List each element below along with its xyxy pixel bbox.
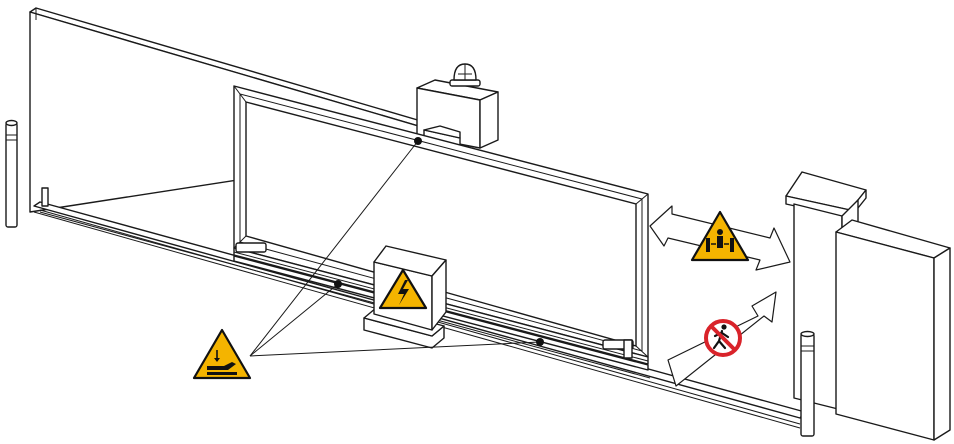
hand-crush-hazard-warning-icon [192,328,252,380]
right-wall [835,219,951,441]
pinch-point-markers [249,137,544,357]
right-bollard [800,330,815,437]
gate-stoppers [41,187,633,359]
crushing-hazard-warning-icon [690,210,750,262]
left-bollard [5,119,18,228]
flashing-beacon-icon [449,63,481,87]
no-pedestrian-transit-icon [704,319,742,357]
electrical-hazard-warning-icon [378,268,428,310]
